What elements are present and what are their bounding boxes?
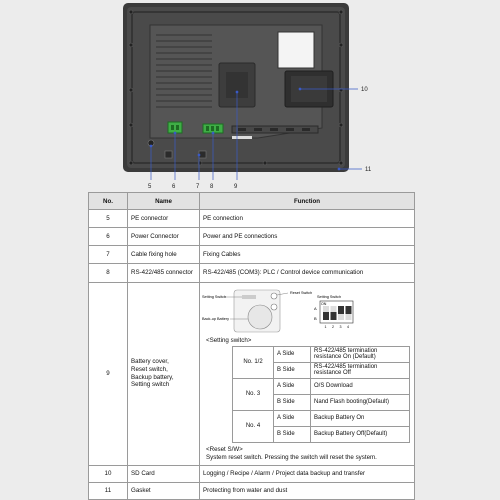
name-line: Battery cover, [131,358,169,366]
row-no: 9 [88,281,128,466]
name-line: Backup battery, [131,373,174,381]
header-function: Function [199,192,415,210]
row-no: 11 [88,481,128,500]
setting-desc: Backup Battery Off(Default) [310,425,410,443]
callout-8: 8 [210,184,214,190]
row-name: Cable fixing hole [127,245,200,265]
device-back-figure: 5 6 7 8 9 10 11 [123,3,372,190]
callout-6: 6 [172,184,176,190]
row-no: 6 [88,227,128,247]
header-name: Name [127,192,200,210]
setting-side: B Side [273,425,311,443]
dip-pin-label: 2 [332,325,334,329]
callout-5: 5 [148,184,152,190]
setting-switch-table: No. 1/2 A Side RS-422/485 termination re… [232,345,410,443]
setting-side: A Side [273,409,311,427]
reset-switch-label: Reset Switch [290,291,312,295]
row-no: 5 [88,208,128,229]
setting-side: B Side [273,361,311,379]
dip-on-label: ON [321,302,327,306]
backup-battery-diagram [247,304,273,329]
row-name: RS-422/485 connector [127,263,200,283]
switch-diagram: Setting Switch Back-up Battery Reset Swi… [202,289,354,332]
setting-side: A Side [273,345,311,363]
row-function: RS-422/485 (COM3): PLC / Control device … [199,263,415,283]
setting-row: No. 3 A Side O/S Download [232,377,410,411]
name-line: Reset switch, [131,365,168,373]
row-name: Gasket [127,481,200,500]
setting-desc: RS-422/485 termination resistance Off [310,361,410,379]
setting-switch-label: Setting Switch [202,295,226,299]
callout-7: 7 [196,184,200,190]
label-window [277,31,315,69]
dip-b-label: B [314,316,317,321]
setting-row: B Side Backup Battery Off(Default) [233,425,410,443]
setting-switch-title: <Setting switch> [206,336,252,344]
power-connector [167,121,183,134]
row-name: Battery cover, Reset switch, Backup batt… [127,281,200,466]
row-name: Power Connector [127,227,200,247]
row-function: Setting Switch Back-up Battery Reset Swi… [199,281,415,466]
table-row-battery: 9 Battery cover, Reset switch, Backup ba… [88,281,415,466]
dip-pin-label: 3 [340,325,342,329]
table-row: 11 Gasket Protecting from water and dust [88,481,415,500]
gasket [131,11,341,164]
setting-row: No. 4 A Side Backup Battery On [232,409,410,443]
table-row: 6 Power Connector Power and PE connectio… [88,227,415,247]
row-function: Fixing Cables [199,245,415,265]
row-function: PE connection [199,208,415,229]
reset-switch-title: <Reset S/W> [206,445,243,453]
setting-side: A Side [273,377,311,395]
row-function: Power and PE connections [199,227,415,247]
parts-table: No. Name Function 5 PE connector PE conn… [88,192,415,500]
setting-desc: O/S Download [310,377,410,395]
reset-switch-desc: System reset switch. Pressing the switch… [206,453,377,461]
row-no: 10 [88,464,128,483]
table-row: 5 PE connector PE connection [88,208,415,229]
setting-side: B Side [273,393,311,411]
setting-desc: Backup Battery On [310,409,410,427]
table-header-row: No. Name Function [88,192,415,210]
setting-group: No. 1/2 [232,345,274,379]
dip-pin-label: 4 [347,325,349,329]
row-no: 8 [88,263,128,283]
callout-11: 11 [365,167,372,173]
row-no: 7 [88,245,128,265]
dip-switch-caption: Setting Switch [317,295,341,299]
setting-desc: RS-422/485 termination resistance On (De… [310,345,410,363]
setting-group: No. 4 [232,409,274,443]
callout-9: 9 [234,184,238,190]
setting-row: No. 1/2 A Side RS-422/485 termination re… [232,345,410,379]
header-no: No. [88,192,128,210]
setting-group: No. 3 [232,377,274,411]
table-row: 8 RS-422/485 connector RS-422/485 (COM3)… [88,263,415,283]
table-row: 10 SD Card Logging / Recipe / Alarm / Pr… [88,464,415,483]
dip-a-label: A [314,306,317,311]
setting-row: B Side Nand Flash booting(Default) [233,393,410,411]
callout-10: 10 [361,87,368,93]
row-function: Logging / Recipe / Alarm / Project data … [199,464,415,483]
row-name: SD Card [127,464,200,483]
backup-battery-label: Back-up Battery [202,317,229,321]
row-name: PE connector [127,208,200,229]
row-function: Protecting from water and dust [199,481,415,500]
reset-switch-diagram [270,292,278,299]
dip-pin-label: 1 [325,325,327,329]
setting-desc: Nand Flash booting(Default) [310,393,410,411]
table-row: 7 Cable fixing hole Fixing Cables [88,245,415,265]
name-line: Setting switch [131,381,170,389]
